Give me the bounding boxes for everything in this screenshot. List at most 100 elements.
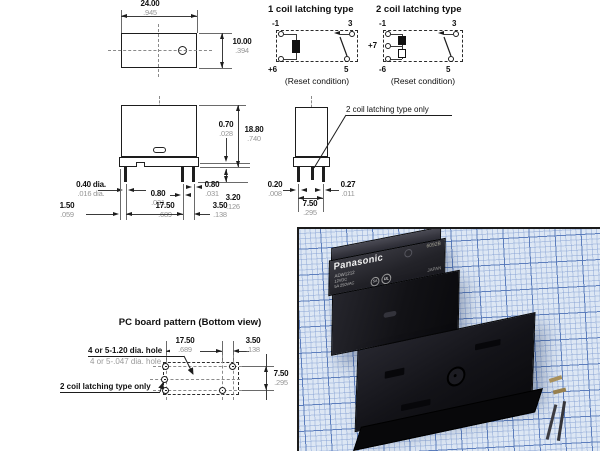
pin-side bbox=[322, 167, 325, 182]
center-line bbox=[232, 355, 234, 400]
center-line bbox=[153, 366, 247, 367]
leader-line bbox=[226, 138, 227, 158]
relay-base-front bbox=[119, 157, 199, 167]
dimension-line bbox=[125, 214, 183, 215]
dim-mm: 0.70 bbox=[218, 120, 234, 129]
leader-line bbox=[199, 214, 210, 215]
arrowhead bbox=[175, 192, 181, 197]
schematic-title: 2 coil latching type bbox=[376, 4, 462, 15]
hole-center bbox=[221, 389, 223, 391]
dim-mm: 3.50 bbox=[212, 201, 228, 210]
reset-condition-caption: (Reset condition) bbox=[284, 76, 350, 86]
pin-side bbox=[297, 167, 300, 182]
pin-terminal bbox=[278, 56, 284, 62]
dimension-line bbox=[238, 105, 239, 167]
dimension-line bbox=[298, 198, 323, 199]
dim-pcb-pitch: 17.50 .689 bbox=[170, 336, 200, 354]
dim-in: .945 bbox=[143, 7, 157, 17]
extension-line bbox=[182, 184, 184, 220]
center-line bbox=[159, 96, 160, 112]
extension-line bbox=[200, 162, 250, 164]
dim-pin-thickness-2: 0.27 .011 bbox=[336, 180, 360, 198]
pin-label-3: 3 bbox=[452, 19, 457, 28]
arrowhead bbox=[113, 211, 119, 216]
arrowhead bbox=[186, 184, 192, 189]
pcb-title: PC board pattern (Bottom view) bbox=[118, 317, 262, 328]
dim-in: .008 bbox=[268, 188, 282, 198]
coil-symbol bbox=[292, 40, 300, 53]
arrowhead bbox=[317, 195, 323, 200]
extension-line bbox=[120, 169, 121, 220]
dim-in: .126 bbox=[226, 201, 240, 211]
pin-label-5: 5 bbox=[344, 65, 349, 74]
contact-arrow bbox=[334, 31, 340, 35]
dim-mm: 24.00 bbox=[140, 0, 160, 8]
dim-mm: 17.50 bbox=[155, 201, 175, 210]
dim-mm: 3.50 bbox=[245, 336, 261, 345]
extension-line bbox=[242, 390, 274, 391]
pin-label-6: +6 bbox=[268, 65, 278, 74]
pin-coil bbox=[124, 167, 127, 182]
schematic-title: 1 coil latching type bbox=[268, 4, 354, 15]
arrowhead bbox=[216, 348, 222, 353]
center-line bbox=[153, 390, 247, 391]
callout-hole-in: 4 or 5-.047 dia. hole bbox=[90, 357, 162, 366]
pin-terminal bbox=[448, 56, 454, 62]
dim-pin-width-2: 0.80 .031 bbox=[200, 180, 224, 198]
relay-base-side bbox=[293, 157, 330, 167]
leader-line bbox=[283, 190, 291, 191]
dim-in: .394 bbox=[235, 45, 249, 55]
dim-contact-pitch: 3.50 .138 bbox=[206, 201, 234, 219]
pin-terminal bbox=[385, 31, 391, 37]
schematic-box bbox=[276, 30, 358, 62]
bottom-slot bbox=[400, 398, 431, 412]
leader-line bbox=[134, 190, 146, 191]
dim-pin-length: 3.20 .126 bbox=[218, 193, 248, 211]
arrowhead bbox=[223, 169, 228, 175]
reset-condition-caption: (Reset condition) bbox=[390, 76, 456, 86]
wire bbox=[402, 34, 403, 59]
pin-label-1: -1 bbox=[272, 19, 280, 28]
arrowhead bbox=[263, 366, 268, 372]
dimension-line bbox=[266, 354, 267, 400]
arrowhead bbox=[223, 156, 228, 162]
dim-in: .011 bbox=[341, 188, 355, 198]
dim-mm: 0.80 bbox=[204, 180, 220, 189]
pin-label-5: 5 bbox=[446, 65, 451, 74]
pin-label-6: -6 bbox=[379, 65, 387, 74]
extension-line bbox=[242, 366, 274, 367]
dim-in: .016 dia. bbox=[77, 188, 105, 198]
dim-pin-width-1: 0.80 .031 bbox=[146, 189, 170, 207]
pin-terminal bbox=[278, 31, 284, 37]
arrowhead bbox=[263, 384, 268, 390]
callout-2coil-only: 2 coil latching type only bbox=[346, 105, 429, 114]
dim-in: .295 bbox=[303, 207, 317, 217]
arrowhead bbox=[223, 176, 228, 182]
wire bbox=[391, 34, 402, 35]
center-line bbox=[158, 24, 159, 77]
dim-height: 18.80 .740 bbox=[240, 125, 268, 143]
arrowhead bbox=[219, 33, 224, 39]
arrowhead bbox=[290, 187, 296, 192]
callout-hole-mm: 4 or 5-1.20 dia. hole bbox=[88, 346, 163, 355]
dim-in: .031 bbox=[151, 197, 165, 207]
center-line bbox=[108, 50, 212, 51]
arrowhead bbox=[128, 187, 134, 192]
bottom-slot bbox=[384, 367, 405, 379]
hole-center bbox=[164, 378, 166, 380]
hole-center bbox=[165, 365, 167, 367]
dim-in: .059 bbox=[60, 209, 74, 219]
dim-edge: 1.50 .059 bbox=[52, 201, 82, 219]
arrowhead bbox=[196, 184, 202, 189]
callout-underline bbox=[88, 356, 184, 357]
center-line bbox=[222, 355, 223, 400]
arrowhead bbox=[298, 195, 304, 200]
extension-line bbox=[323, 184, 324, 212]
wire bbox=[391, 46, 402, 47]
body-marking bbox=[383, 310, 397, 319]
date-code: 6092B bbox=[426, 240, 441, 250]
arrowhead bbox=[300, 187, 307, 192]
dim-height: 10.00 .394 bbox=[225, 37, 259, 55]
dim-mm: 17.50 bbox=[175, 336, 195, 345]
